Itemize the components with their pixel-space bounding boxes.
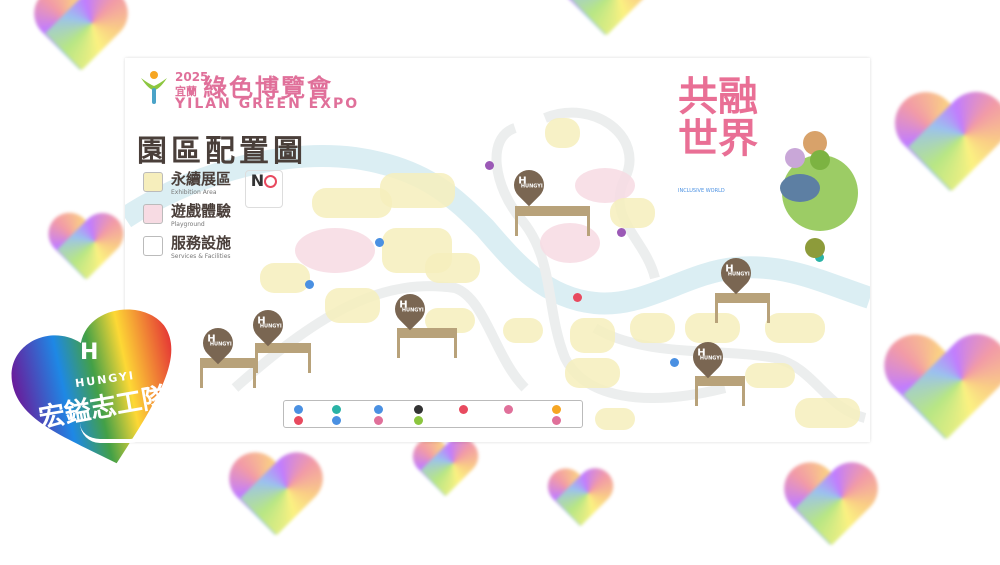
- exhibit-area[interactable]: [380, 173, 455, 208]
- theme-title: 共融世界: [678, 74, 758, 162]
- facility-legend: [283, 400, 583, 428]
- hungyi-stall: [715, 293, 770, 323]
- rainbow-heart-decoration: [45, 215, 125, 295]
- hungyi-stall: [695, 376, 745, 406]
- exhibit-area[interactable]: [685, 313, 740, 343]
- expo-year: 2025: [175, 70, 209, 84]
- rainbow-heart-decoration: [545, 470, 615, 540]
- facility-icon[interactable]: [670, 358, 679, 367]
- hungyi-mark: H: [80, 340, 99, 365]
- rainbow-heart-decoration: [555, 0, 655, 55]
- expo-map: 2025 宜蘭 綠色博覽會 YILAN GREEN EXPO 園區配置圖 永續展…: [125, 58, 870, 442]
- hungyi-volunteer-logo: H HUNGYI 宏鎰志工隊: [10, 305, 190, 470]
- playground-area[interactable]: [295, 228, 375, 273]
- facility-icon[interactable]: [617, 228, 626, 237]
- hungyi-stall: [397, 328, 457, 358]
- exhibit-area[interactable]: [503, 318, 543, 343]
- bird-mascot-illustration: [765, 98, 865, 258]
- expo-title: 綠色博覽會: [203, 74, 333, 102]
- exhibit-area[interactable]: [325, 288, 380, 323]
- rainbow-heart-decoration: [780, 465, 880, 565]
- facility-icon[interactable]: [815, 253, 824, 262]
- exhibit-area[interactable]: [610, 198, 655, 228]
- playground-area[interactable]: [575, 168, 635, 203]
- exhibit-area[interactable]: [545, 118, 580, 148]
- rainbow-heart-decoration: [890, 95, 1000, 215]
- exhibit-area[interactable]: [312, 188, 392, 218]
- rainbow-heart-decoration: [30, 0, 130, 90]
- no-smoking-sign: N: [245, 170, 283, 208]
- hungyi-stall: [255, 343, 311, 373]
- theme-subtitle: INCLUSIVE WORLD: [678, 188, 725, 194]
- exhibit-area[interactable]: [630, 313, 675, 343]
- hands-icon: [80, 423, 150, 443]
- expo-logo-icon: [139, 70, 169, 106]
- expo-county: 宜蘭: [175, 85, 197, 98]
- exhibit-area[interactable]: [595, 408, 635, 430]
- exhibit-area[interactable]: [745, 363, 795, 388]
- rainbow-heart-decoration: [885, 335, 1000, 465]
- exhibit-area[interactable]: [570, 318, 615, 353]
- facility-icon[interactable]: [485, 161, 494, 170]
- facility-icon[interactable]: [305, 280, 314, 289]
- rainbow-heart-decoration: [225, 455, 325, 555]
- page-title: 園區配置圖: [137, 134, 307, 169]
- facility-icon[interactable]: [573, 293, 582, 302]
- facility-icon[interactable]: [375, 238, 384, 247]
- exhibit-area[interactable]: [425, 253, 480, 283]
- exhibit-area[interactable]: [260, 263, 310, 293]
- exhibit-area[interactable]: [765, 313, 825, 343]
- playground-area[interactable]: [540, 223, 600, 263]
- hungyi-stall: [200, 358, 256, 388]
- exhibit-area[interactable]: [565, 358, 620, 388]
- exhibit-area[interactable]: [795, 398, 860, 428]
- hungyi-stall: [515, 206, 590, 236]
- expo-subtitle: YILAN GREEN EXPO: [175, 96, 360, 112]
